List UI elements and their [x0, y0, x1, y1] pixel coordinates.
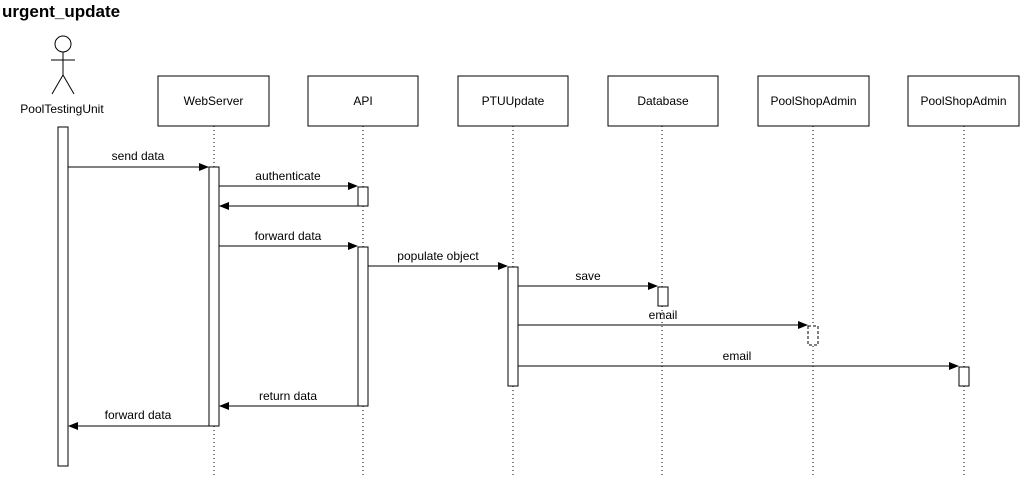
- participant-label-api: API: [353, 94, 372, 108]
- activation-ptuupdate: [507, 266, 519, 387]
- message-label-populate-object: populate object: [397, 249, 479, 263]
- participant-box-ptuupdate: [457, 75, 569, 127]
- participant-box-webserver: [157, 75, 270, 127]
- actor-figure: [51, 35, 75, 95]
- message-label-forward-data-actor: forward data: [105, 408, 172, 422]
- participant-box-api: [307, 75, 419, 127]
- activation-database: [657, 286, 669, 307]
- activation-poolshopadmin-2: [958, 366, 970, 387]
- activation-api-forward: [357, 246, 369, 407]
- participant-box-database: [607, 75, 719, 127]
- participant-box-poolshopadmin-2: [907, 75, 1020, 127]
- activation-webserver: [208, 166, 220, 427]
- message-label-return-data: return data: [259, 389, 317, 403]
- participant-label-poolshopadmin-2: PoolShopAdmin: [920, 94, 1006, 108]
- activation-poolshopadmin-1: [807, 325, 819, 346]
- diagram-title: urgent_update: [2, 2, 121, 21]
- message-label-email-2: email: [723, 349, 752, 363]
- participant-label-database: Database: [637, 94, 689, 108]
- message-label-save: save: [575, 269, 601, 283]
- participant-box-poolshopadmin-1: [757, 75, 870, 127]
- activation-actor: [57, 126, 69, 467]
- participant-label-ptuupdate: PTUUpdate: [482, 94, 545, 108]
- actor-label: PoolTestingUnit: [20, 102, 104, 116]
- message-label-send-data: send data: [112, 149, 165, 163]
- participant-label-webserver: WebServer: [184, 94, 244, 108]
- message-label-forward-data-api: forward data: [255, 229, 322, 243]
- activation-api-auth: [357, 186, 369, 207]
- message-label-email-1: email: [649, 308, 678, 322]
- participant-label-poolshopadmin-1: PoolShopAdmin: [770, 94, 856, 108]
- message-label-authenticate: authenticate: [255, 169, 321, 183]
